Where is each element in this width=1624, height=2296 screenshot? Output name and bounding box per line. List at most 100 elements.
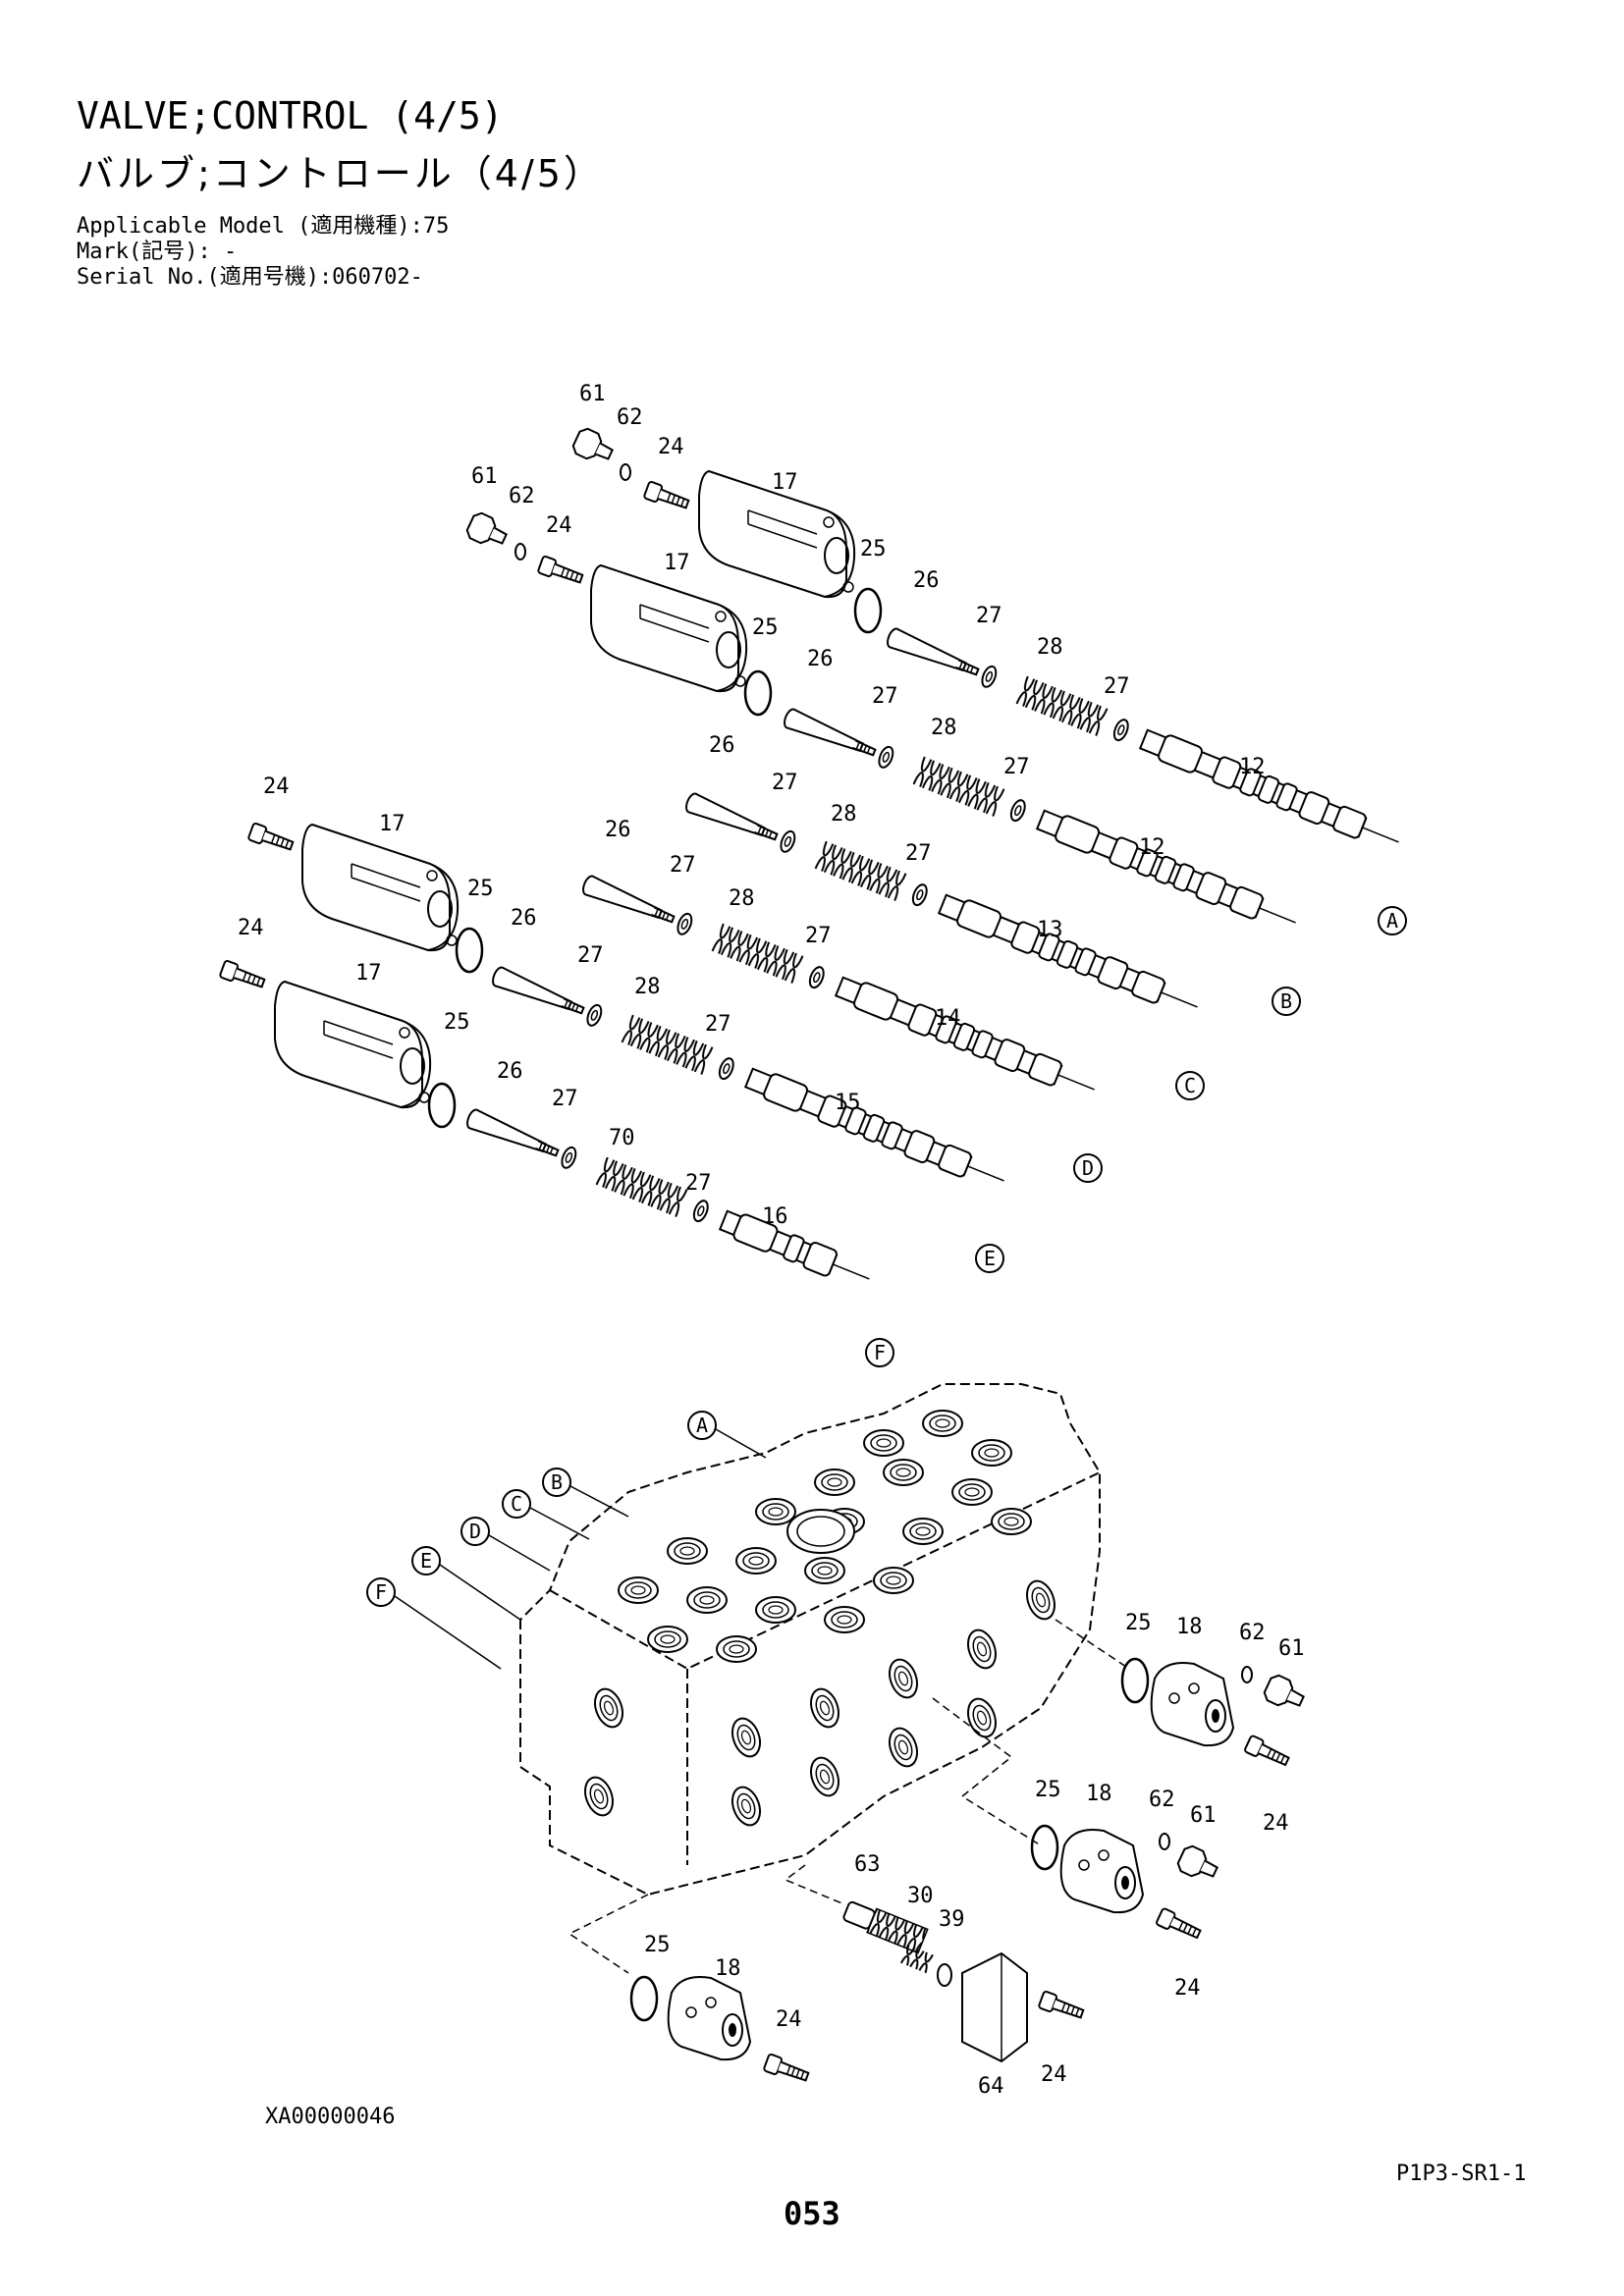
callout: 27 — [1003, 755, 1030, 779]
port-label-e: E — [420, 1549, 432, 1573]
callout: 16 — [762, 1204, 788, 1229]
cover-assembly-low — [218, 959, 457, 1129]
callout: 25 — [467, 877, 494, 901]
callout: 27 — [872, 684, 898, 709]
cover-assembly-top-1 — [569, 425, 883, 634]
callout: 63 — [854, 1852, 881, 1877]
callout: 27 — [1104, 674, 1130, 699]
callout: 24 — [263, 774, 290, 799]
callout: 61 — [471, 464, 498, 489]
port-label-f: F — [874, 1341, 886, 1364]
page-code: P1P3-SR1-1 — [1396, 2162, 1527, 2186]
callout: 12 — [1139, 835, 1165, 860]
callout: 30 — [907, 1884, 934, 1908]
callout: 24 — [1174, 1976, 1201, 2001]
callout: 24 — [238, 916, 264, 940]
callout: 25 — [860, 537, 887, 561]
callout: 28 — [634, 975, 661, 999]
page-number: 053 — [784, 2195, 840, 2232]
callout: 62 — [1149, 1788, 1175, 1812]
port-letters-upper: A B C D E F — [874, 909, 1398, 1364]
callout-numbers: 61 62 24 17 25 26 27 28 27 12 61 62 24 1… — [238, 382, 1305, 2099]
callout: 27 — [552, 1087, 578, 1111]
spool-row-b — [781, 706, 1296, 924]
callout: 26 — [511, 906, 537, 931]
callout: 17 — [772, 470, 798, 495]
callout: 39 — [939, 1907, 965, 1932]
callout: 24 — [546, 513, 572, 538]
valve-housing — [519, 1383, 1130, 1974]
callout: 27 — [685, 1171, 712, 1196]
mark: Mark(記号): - — [77, 240, 238, 264]
callout: 28 — [729, 886, 755, 911]
callout: 24 — [1263, 1811, 1289, 1836]
port-label-f: F — [375, 1580, 387, 1604]
port-label-a: A — [1386, 909, 1398, 933]
callout: 27 — [976, 604, 1002, 628]
callout: 62 — [509, 484, 535, 508]
callout: 17 — [379, 812, 406, 836]
callout: 25 — [752, 615, 779, 640]
callout: 61 — [1278, 1636, 1305, 1661]
callout: 24 — [1041, 2062, 1067, 2087]
callout: 14 — [935, 1006, 961, 1031]
callout: 25 — [644, 1933, 671, 1957]
title-japanese: バルブ;コントロール（4/5） — [77, 152, 604, 195]
callout: 27 — [772, 771, 798, 795]
callout: 25 — [444, 1010, 470, 1035]
port-label-b: B — [1280, 989, 1292, 1013]
callout: 26 — [497, 1059, 523, 1084]
serial-number: Serial No.(適用号機):060702- — [77, 265, 423, 290]
callout: 15 — [835, 1091, 861, 1115]
callout: 17 — [355, 961, 382, 986]
port-label-d: D — [1082, 1156, 1094, 1180]
cover-assembly-mid — [246, 822, 484, 974]
callout: 26 — [605, 818, 631, 842]
callout: 28 — [1037, 635, 1063, 660]
right-parts-lower — [1030, 1824, 1222, 1944]
callout: 27 — [577, 943, 604, 968]
port-label-c: C — [1184, 1074, 1196, 1097]
callout: 27 — [805, 924, 832, 948]
right-parts-upper — [1120, 1657, 1309, 1771]
callout: 26 — [913, 568, 940, 593]
callout: 27 — [705, 1012, 731, 1037]
callout: 26 — [807, 647, 834, 671]
cover-assembly-top-2 — [463, 509, 773, 717]
applicable-model: Applicable Model (適用機種):75 — [77, 214, 450, 239]
callout: 27 — [670, 853, 696, 878]
spool-row-c — [682, 790, 1198, 1008]
port-label-a: A — [696, 1414, 708, 1437]
callout: 12 — [1239, 755, 1266, 779]
callout: 18 — [1176, 1615, 1203, 1639]
drawing-code: XA00000046 — [265, 2105, 396, 2129]
spool-row-a — [884, 625, 1399, 843]
callout: 18 — [715, 1956, 741, 1981]
callout: 13 — [1037, 918, 1063, 942]
callout: 26 — [709, 733, 735, 758]
callout: 24 — [658, 435, 684, 459]
callout: 61 — [579, 382, 606, 406]
port-circles-housing — [366, 1411, 767, 1670]
callout: 28 — [931, 716, 957, 740]
spool-row-e — [489, 964, 1004, 1182]
port-label-b: B — [551, 1470, 563, 1494]
callout: 70 — [609, 1126, 635, 1150]
callout: 62 — [1239, 1621, 1266, 1645]
callout: 25 — [1125, 1611, 1152, 1635]
spool-row-d — [579, 873, 1095, 1091]
callout: 27 — [905, 841, 932, 866]
callout: 28 — [831, 802, 857, 827]
callout: 64 — [978, 2074, 1004, 2099]
title-english: VALVE;CONTROL (4/5) — [77, 94, 504, 137]
spool-row-f — [463, 1106, 870, 1280]
port-label-d: D — [469, 1520, 481, 1543]
port-letters-housing: A B C D E F — [375, 1414, 708, 1604]
port-label-c: C — [511, 1492, 522, 1516]
callout: 25 — [1035, 1778, 1061, 1802]
bottom-relief-parts — [842, 1900, 1087, 2063]
callout: 62 — [617, 405, 643, 430]
port-label-e: E — [984, 1247, 996, 1270]
callout: 18 — [1086, 1782, 1112, 1806]
